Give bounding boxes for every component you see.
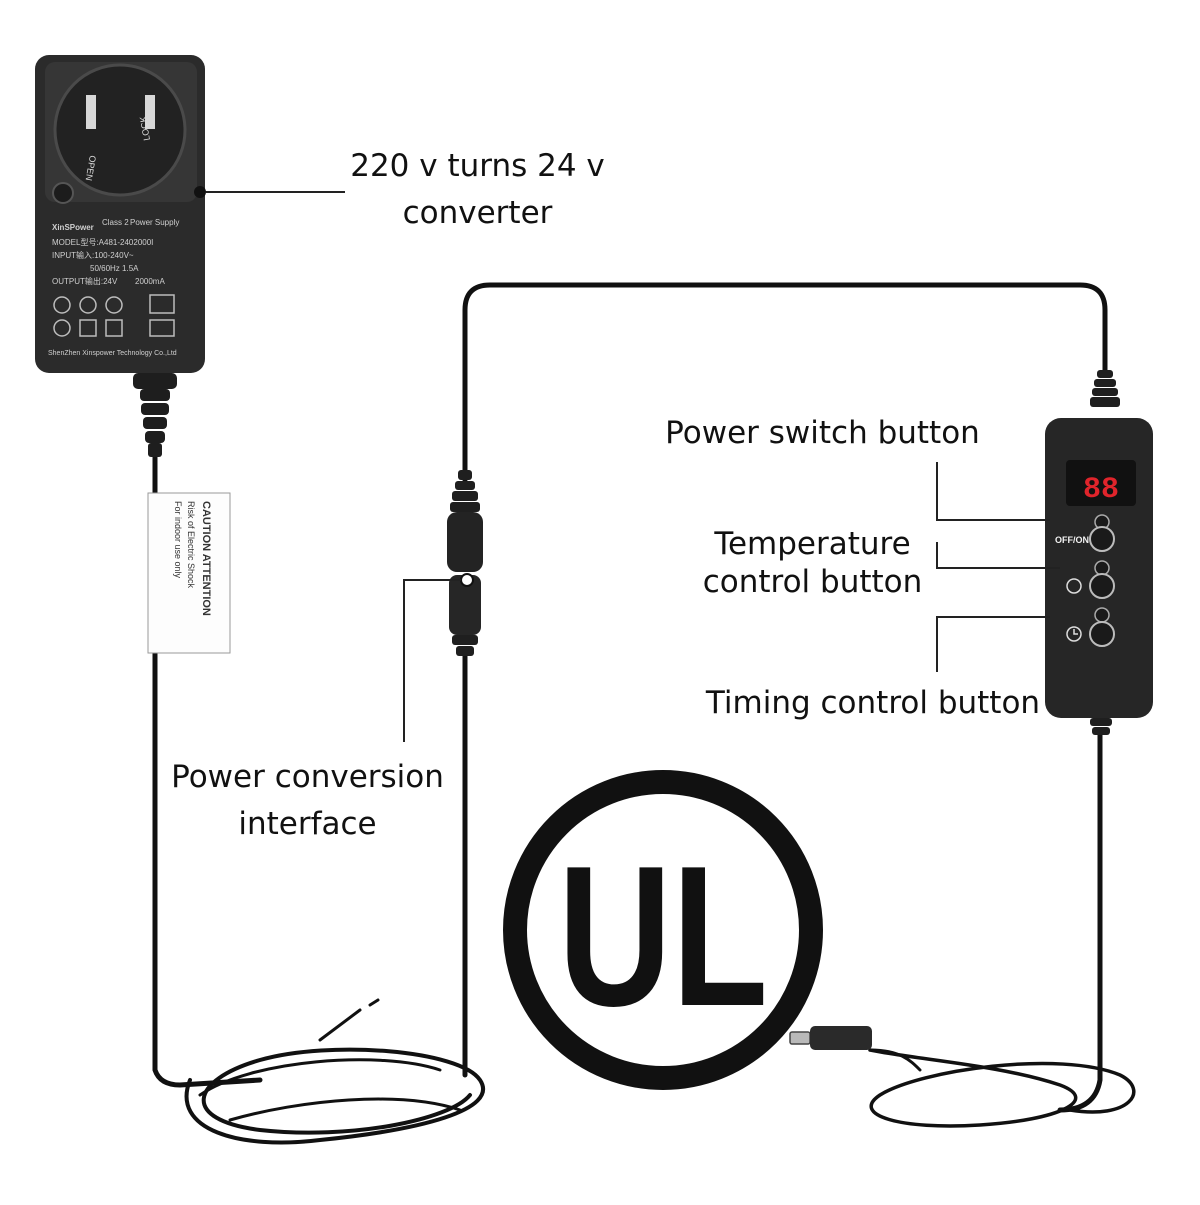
warning-line-2: For indoor use only xyxy=(173,501,183,579)
cable-coil-right xyxy=(868,1048,1136,1128)
power-interface-callout: Power conversion interface xyxy=(160,754,455,847)
adapter-current: 2000mA xyxy=(135,277,165,286)
adapter-brand: XinSPower xyxy=(52,223,94,232)
adapter-model: MODEL型号:A481-2402000I xyxy=(52,238,153,247)
adapter-output: OUTPUT输出:24V xyxy=(52,276,118,286)
power-interface-callout-line2: interface xyxy=(238,805,377,842)
adapter-hz: 50/60Hz 1.5A xyxy=(90,264,139,273)
warning-tag-paper xyxy=(147,492,231,654)
temperature-indicator-led xyxy=(1094,560,1110,576)
controller-display xyxy=(1066,460,1136,506)
adapter-cert-icons xyxy=(53,294,175,337)
plug-pin-right xyxy=(145,95,155,129)
temperature-controller: 88 OFF/ON xyxy=(1045,370,1153,735)
temperature-callout-line xyxy=(936,542,1060,569)
barrel-connector xyxy=(447,470,483,656)
warning-line-1: Risk of Electric Shock xyxy=(186,501,196,589)
cable-to-dc-plug xyxy=(868,1048,922,1072)
timing-callout: Timing control button xyxy=(705,685,1041,721)
power-switch-button[interactable] xyxy=(1089,526,1115,552)
adapter-release-button xyxy=(52,182,74,204)
temperature-control-button[interactable] xyxy=(1089,573,1115,599)
power-adapter: OPEN LOCK XinSPower Class 2 Power Supply… xyxy=(35,55,206,457)
interface-callout-dot xyxy=(460,573,474,587)
adapter-plug-dial xyxy=(53,63,187,197)
off-on-label: OFF/ON xyxy=(1055,535,1089,545)
converter-callout-line1: 220 v turns 24 v xyxy=(350,148,605,184)
warning-tag: CAUTION ATTENTION Risk of Electric Shock… xyxy=(147,492,231,654)
ul-ring xyxy=(503,770,823,1090)
controller-callout-lines xyxy=(936,462,1060,672)
timing-callout-line xyxy=(936,616,1050,672)
dc-plug xyxy=(789,1026,872,1050)
cables xyxy=(152,282,1136,1145)
power-switch-callout-line xyxy=(936,462,1050,521)
adapter-maker: ShenZhen Xinspower Technology Co.,Ltd xyxy=(48,350,177,357)
timing-control-button[interactable] xyxy=(1089,621,1115,647)
clock-icon xyxy=(1066,626,1082,642)
controller-strain-bottom xyxy=(1090,718,1112,735)
temperature-icon xyxy=(1066,578,1082,594)
adapter-input: INPUT输入:100-240V~ xyxy=(52,250,134,260)
adapter-class: Class 2 xyxy=(102,218,129,227)
controller-cable-down xyxy=(1057,732,1103,1113)
power-interface-callout-line1: Power conversion xyxy=(171,759,444,795)
adapter-supply: Power Supply xyxy=(130,218,179,227)
ul-letters: UL xyxy=(558,825,768,1048)
display-digits: 88 xyxy=(1083,473,1119,507)
temperature-callout-line2: control button xyxy=(702,563,923,600)
cable-coil-left-strands xyxy=(198,998,462,1122)
connector-male xyxy=(449,575,481,635)
ul-certification-mark: UL xyxy=(503,770,823,1090)
converter-callout-dot xyxy=(194,186,206,198)
adapter-strain-relief xyxy=(133,373,177,457)
power-switch-callout: Power switch button xyxy=(665,415,980,451)
cable-coil-left xyxy=(184,1047,485,1145)
timing-indicator-led xyxy=(1094,607,1110,623)
cable-top-run xyxy=(462,282,1108,483)
temperature-callout: Temperature control button xyxy=(690,526,935,602)
controller-strain-top xyxy=(1090,370,1120,407)
temperature-callout-line1: Temperature xyxy=(714,526,911,562)
connector-female xyxy=(447,512,483,572)
plug-pin-left xyxy=(86,95,96,129)
interface-callout-line xyxy=(403,579,461,742)
converter-callout: 220 v turns 24 v converter xyxy=(345,143,610,236)
warning-caution: CAUTION ATTENTION xyxy=(200,501,212,616)
plug-lock-label: LOCK xyxy=(138,116,152,142)
plug-open-label: OPEN xyxy=(84,155,98,182)
adapter-cable xyxy=(152,452,263,1088)
converter-callout-line2: converter xyxy=(402,194,553,231)
